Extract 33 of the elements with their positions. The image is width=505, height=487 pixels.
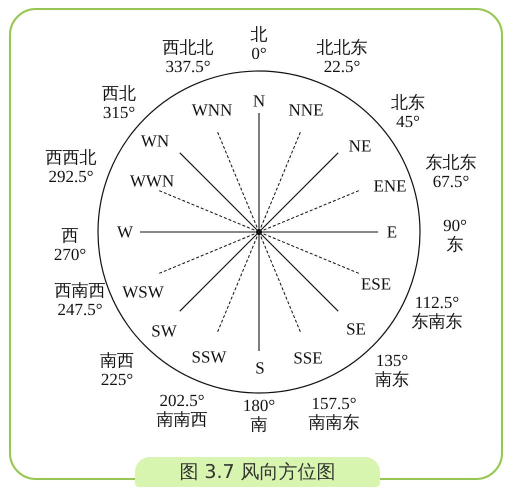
bearing-label: 西北北 337.5° <box>162 38 214 76</box>
bearing-label: 90° 东 <box>443 216 467 254</box>
direction-abbreviation: ESE <box>360 274 392 294</box>
bearing-label: 180° 南 <box>242 396 276 434</box>
bearing-label: 南西 225° <box>100 350 134 390</box>
direction-abbreviation: E <box>386 222 398 242</box>
bearing-label: 135° 南东 <box>375 350 409 390</box>
direction-abbreviation: WSW <box>122 282 164 302</box>
bearing-label: 西北 315° <box>102 84 136 122</box>
direction-abbreviation: SSE <box>293 348 323 368</box>
direction-abbreviation: WN <box>140 131 170 151</box>
direction-abbreviation: S <box>255 358 265 378</box>
direction-abbreviation: NNE <box>288 100 324 120</box>
bearing-label: 西 270° <box>54 226 86 264</box>
bearing-label: 北东 45° <box>391 92 425 132</box>
bearing-label: 157.5° 南南东 <box>308 394 360 432</box>
bearing-label: 112.5° 东南东 <box>412 292 462 332</box>
bearing-label: 东北东 67.5° <box>426 152 476 192</box>
bearing-label: 北 0° <box>250 24 268 64</box>
bearing-label: 202.5° 南南西 <box>156 390 208 430</box>
direction-abbreviation: N <box>252 91 266 111</box>
bearing-label: 西西北 292.5° <box>46 148 96 186</box>
direction-abbreviation: ENE <box>373 176 407 196</box>
bearing-label: 北北东 22.5° <box>316 38 368 76</box>
direction-abbreviation: SE <box>346 319 366 339</box>
direction-abbreviation: SW <box>151 321 177 341</box>
figure-caption: 图 3.7 风向方位图 <box>135 457 380 487</box>
direction-abbreviation: NE <box>348 136 372 156</box>
direction-abbreviation: WWN <box>130 171 174 191</box>
direction-abbreviation: WNN <box>192 100 232 120</box>
direction-abbreviation: SSW <box>192 347 226 367</box>
bearing-label: 西南西 247.5° <box>54 280 106 320</box>
direction-abbreviation: W <box>116 222 134 242</box>
